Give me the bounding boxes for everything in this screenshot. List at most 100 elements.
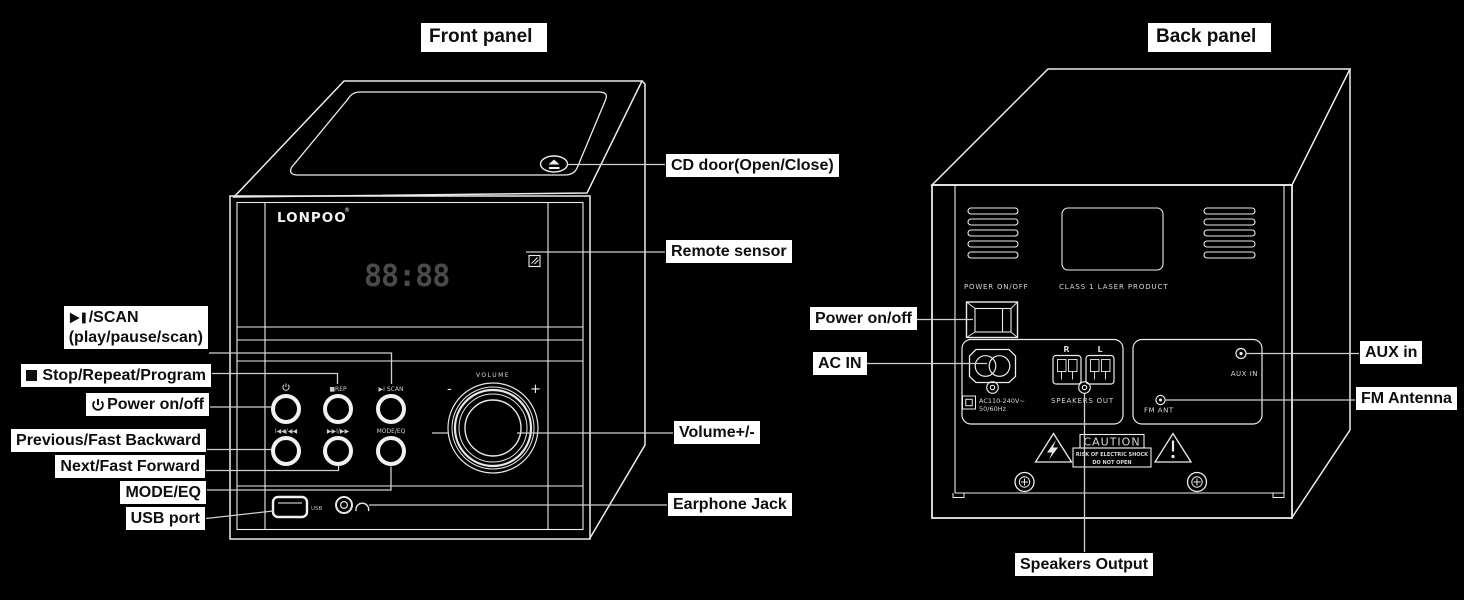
leader-next: [206, 466, 340, 472]
label-mode-eq: MODE/EQ: [120, 481, 206, 505]
mode-eq-button: [376, 436, 406, 466]
caution-line1-text: RISK OF ELECTRIC SHOCK: [1076, 452, 1149, 458]
label-volume-text: Volume+/-: [679, 424, 755, 441]
voltage-text-1: AC110-240V~: [979, 397, 1025, 405]
front-top-face: [232, 80, 644, 198]
micro-label-scan: ▶I SCAN: [379, 386, 404, 393]
front-right-side: [589, 80, 646, 539]
label-play-pause-scan: /SCAN (play/pause/scan): [63, 306, 208, 350]
power-switch: [965, 301, 1019, 339]
previous-button: [271, 436, 301, 466]
label-fm-antenna: FM Antenna: [1356, 387, 1457, 411]
front-device-drawing: [229, 80, 646, 540]
back-texts: POWER ON/OFF CLASS 1 LASER PRODUCT R L S…: [964, 283, 1258, 466]
power-button-glyph: [282, 383, 290, 391]
brand-logo: LONPOO: [277, 210, 347, 226]
back-panel-title-text: Back panel: [1156, 26, 1257, 47]
io-section-left: [961, 338, 1124, 425]
back-face-outer: [931, 184, 1293, 519]
screw-bottom-left: [1014, 471, 1035, 493]
label-earphone-jack: Earphone Jack: [668, 493, 792, 517]
label-speakers-output-text: Speakers Output: [1020, 556, 1149, 573]
screw-ac: [986, 381, 999, 394]
front-panel-title-text: Front panel: [429, 26, 533, 47]
volume-minus-sign: -: [447, 382, 452, 397]
label-earphone-text: Earphone Jack: [673, 496, 787, 513]
label-ac-in-text: AC IN: [818, 355, 862, 372]
fm-ant-text: FM ANT: [1144, 407, 1174, 415]
aux-jack: [1235, 347, 1247, 360]
remote-sensor-icon: [528, 254, 541, 268]
label-play-pause-scan-line2: (play/pause/scan): [68, 329, 203, 347]
label-next-fast-forward: Next/Fast Forward: [55, 455, 205, 479]
micro-label-rep: ■REP: [329, 386, 347, 393]
label-previous-fast-backward: Previous/Fast Backward: [11, 429, 206, 453]
power-switch-text: POWER ON/OFF: [964, 283, 1028, 291]
volume-plus-sign: +: [530, 382, 541, 397]
caution-line2-text: DO NOT OPEN: [1092, 460, 1131, 466]
label-previous-text: Previous/Fast Backward: [16, 432, 201, 449]
label-cd-door-text: CD door(Open/Close): [671, 157, 834, 174]
leader-lines: [205, 163, 1359, 552]
leader-play-scan: [209, 352, 393, 384]
caution-label: [1072, 433, 1152, 468]
brand-reg-mark: ®: [344, 207, 350, 214]
speaker-terminal-r: [1052, 354, 1082, 385]
micro-label-mode: MODE/EQ: [377, 428, 406, 435]
label-power-text: Power on/off: [107, 396, 204, 413]
back-panel-title: Back panel: [1148, 23, 1272, 52]
front-buttons: [271, 394, 406, 466]
ac-inlet: [968, 348, 1017, 384]
stop-button: [323, 394, 353, 424]
front-face-outer: [229, 195, 591, 540]
label-stop-repeat-program: Stop/Repeat/Program: [21, 364, 211, 388]
vent-grille-right: [1203, 207, 1256, 259]
leader-stop: [212, 372, 339, 384]
label-aux-in: AUX in: [1360, 341, 1423, 365]
seven-segment-display: 88:88: [364, 259, 449, 294]
usb-port-icon: [271, 495, 309, 519]
aux-in-text: AUX IN: [1231, 370, 1258, 378]
voltage-text-2: 50/60Hz: [979, 405, 1007, 413]
screw-speakers: [1078, 381, 1091, 394]
power-icon: [91, 398, 105, 412]
headphone-icon: [355, 502, 370, 512]
fm-antenna-jack: [1155, 394, 1166, 406]
warning-triangle-attention: [1153, 432, 1193, 463]
earphone-jack-icon: [335, 496, 370, 514]
lightning-bolt-icon: [1047, 440, 1058, 460]
label-back-power-text: Power on/off: [815, 310, 912, 327]
double-insulation-icon: [962, 395, 976, 410]
terminal-l-text: L: [1097, 345, 1102, 354]
label-fm-antenna-text: FM Antenna: [1361, 390, 1452, 407]
label-mode-text: MODE/EQ: [125, 484, 201, 501]
cd-eject-icon: [539, 155, 569, 173]
label-ac-in: AC IN: [813, 352, 867, 376]
leader-mode: [207, 466, 392, 491]
cd-door-outline: [289, 91, 608, 176]
next-button: [323, 436, 353, 466]
front-texts: LONPOO ® 88:88 VOLUME - + ■REP ▶I SCAN I…: [275, 207, 541, 512]
laser-text: CLASS 1 LASER PRODUCT: [1059, 283, 1169, 291]
label-stop-text: Stop/Repeat/Program: [42, 367, 206, 384]
caution-title-text: CAUTION: [1083, 436, 1140, 449]
label-usb-text: USB port: [130, 510, 200, 527]
label-power-on-off: Power on/off: [86, 393, 209, 417]
speaker-terminal-l: [1085, 354, 1115, 385]
micro-label-next: ▶▶I/▶▶: [327, 428, 350, 435]
front-panel-title: Front panel: [421, 23, 548, 52]
screw-bottom-right: [1186, 471, 1208, 493]
volume-knob: [447, 382, 539, 474]
label-plate: [1061, 207, 1164, 271]
power-button: [271, 394, 301, 424]
play-pause-icon: [69, 312, 87, 324]
warning-triangle-shock: [1034, 432, 1073, 463]
volume-knob-label: VOLUME: [476, 372, 510, 379]
terminal-r-text: R: [1063, 345, 1069, 354]
label-next-text: Next/Fast Forward: [60, 458, 200, 475]
micro-label-usb: USB: [311, 506, 323, 512]
play-scan-button: [376, 394, 406, 424]
back-right-side: [1291, 69, 1351, 518]
label-aux-in-text: AUX in: [1365, 344, 1418, 361]
